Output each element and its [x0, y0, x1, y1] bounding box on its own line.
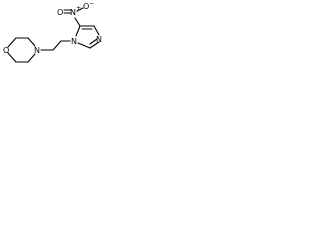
nitro-oxygen-left-label: O	[57, 8, 63, 17]
bond-n3-c2	[89, 41, 100, 49]
imidazole-n3-label: N	[96, 35, 102, 44]
bond-c4-n3	[93, 25, 100, 36]
nitro-group	[63, 7, 84, 27]
nitro-nitrogen-label: N	[70, 8, 76, 17]
nitro-nitrogen-charge: +	[76, 5, 81, 12]
bond-c-n-upper	[27, 37, 36, 47]
bond-nitro-n-o-right	[76, 7, 84, 12]
bond-c-o-lower	[7, 52, 17, 63]
morpholine-oxygen-label: O	[3, 46, 9, 55]
bond-o-c-upper	[7, 37, 17, 48]
morpholine-ring	[7, 37, 36, 63]
ethyl-linker	[40, 40, 71, 51]
bond-n3-c2-double	[89, 38, 98, 45]
nitro-oxygen-right-label: O	[83, 2, 89, 11]
imidazole-n1-label: N	[71, 37, 77, 46]
bond-c5-nitro-n	[74, 17, 81, 27]
chemical-structure-diagram: O N N N N + O O −	[3, 0, 102, 63]
bond-ch2-ch2	[52, 40, 62, 51]
morpholine-nitrogen-label: N	[34, 46, 40, 55]
imidazole-ring	[75, 25, 100, 49]
nitro-oxygen-charge: −	[89, 0, 94, 7]
bond-c2-n1	[77, 42, 91, 49]
bond-n-c-lower	[27, 53, 36, 63]
bond-n1-c5	[75, 25, 81, 37]
